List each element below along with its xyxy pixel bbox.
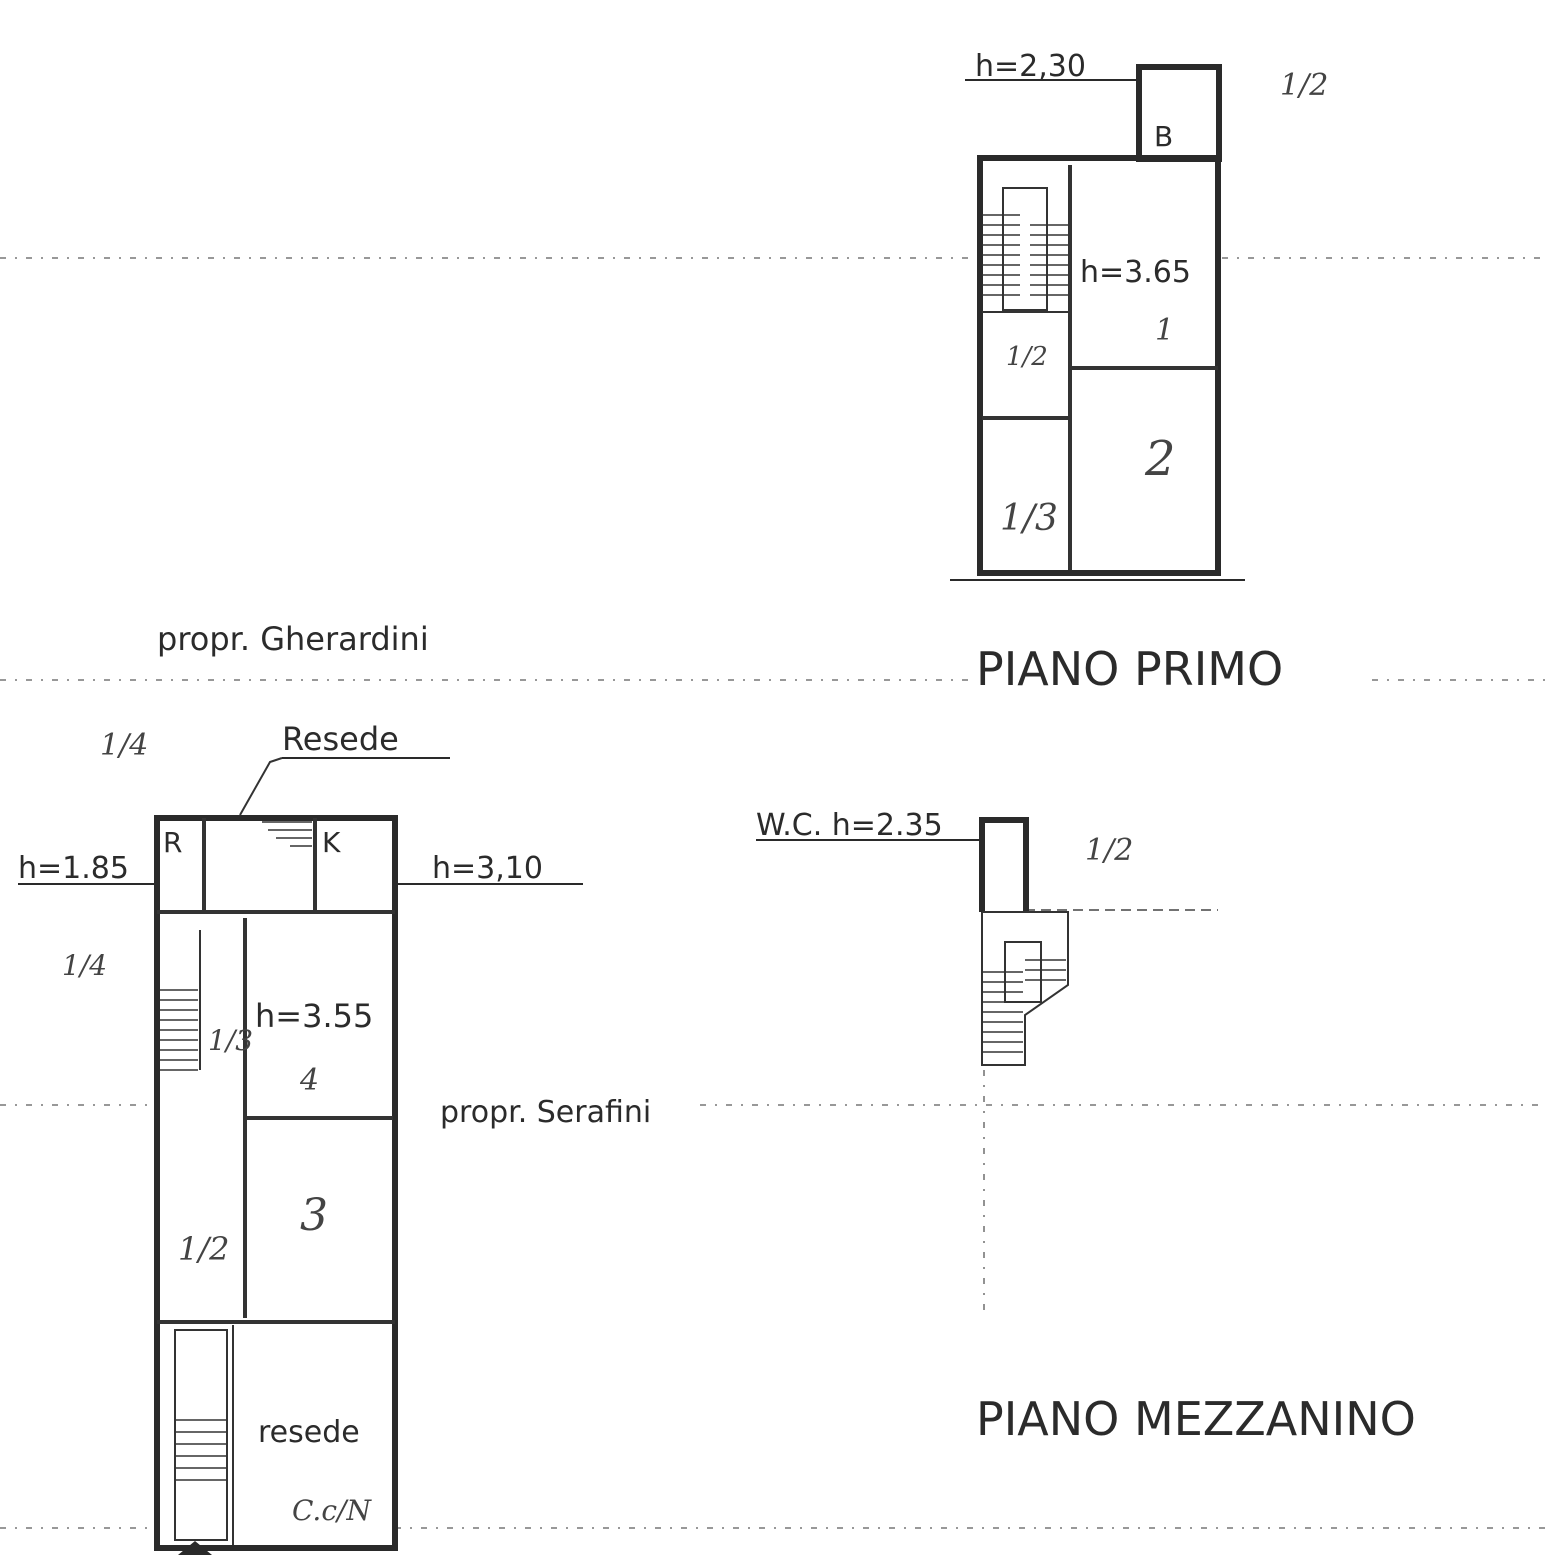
terra-note-r: 1/4 xyxy=(100,728,148,763)
terra-room-3: 3 xyxy=(300,1190,328,1241)
terra-room-k: K xyxy=(322,826,341,859)
stair-primo xyxy=(982,187,1068,311)
primo-title: PIANO PRIMO xyxy=(976,642,1283,696)
terra-height-main: h=3.55 xyxy=(255,997,373,1035)
terra-note-corridor: 1/2 xyxy=(178,1230,230,1268)
terra-resede-top: Resede xyxy=(282,720,399,758)
primo-note-landing: 1/2 xyxy=(1006,342,1048,372)
primo-height-main: h=3.65 xyxy=(1080,255,1191,290)
stair-terra-lower xyxy=(174,1329,228,1541)
terra-bottom-note: C.c/N xyxy=(292,1494,372,1527)
primo-note-room-3: 1/3 xyxy=(1000,498,1058,539)
terra-room-r: R xyxy=(163,826,182,859)
primo-annex-label: B xyxy=(1154,120,1173,153)
primo-note-annex: 1/2 xyxy=(1280,68,1328,103)
mezzanino-note: 1/2 xyxy=(1085,833,1133,868)
piano-mezzanino-plan xyxy=(756,817,1069,1066)
terra-note-hall: 1/3 xyxy=(208,1024,253,1057)
terra-height-right: h=3,10 xyxy=(432,851,543,886)
property-boundary-lines xyxy=(0,257,1546,1529)
primo-room-2: 2 xyxy=(1144,431,1176,487)
stair-mezzanino xyxy=(982,941,1066,1053)
terra-height-left: h=1.85 xyxy=(18,851,129,886)
terra-room-4: 4 xyxy=(299,1063,319,1098)
piano-terra-plan xyxy=(18,757,583,1555)
primo-room-1: 1 xyxy=(1155,313,1174,348)
labels: PIANO PRIMO h=3.65 h=2,30 B 1 2 1/2 1/2 … xyxy=(18,49,1416,1527)
primo-height-annex: h=2,30 xyxy=(975,49,1086,84)
piano-primo-plan xyxy=(950,64,1245,581)
stair-terra-upper xyxy=(160,930,201,1071)
terra-note-stair: 1/4 xyxy=(62,949,107,982)
mezzanino-wc-height: W.C. h=2.35 xyxy=(756,808,943,843)
neighbour-east: propr. Serafini xyxy=(440,1095,651,1130)
neighbour-north: propr. Gherardini xyxy=(157,620,429,658)
terra-resede-bottom: resede xyxy=(258,1415,360,1450)
mezzanino-title: PIANO MEZZANINO xyxy=(976,1392,1416,1446)
stair-resede xyxy=(262,821,312,847)
